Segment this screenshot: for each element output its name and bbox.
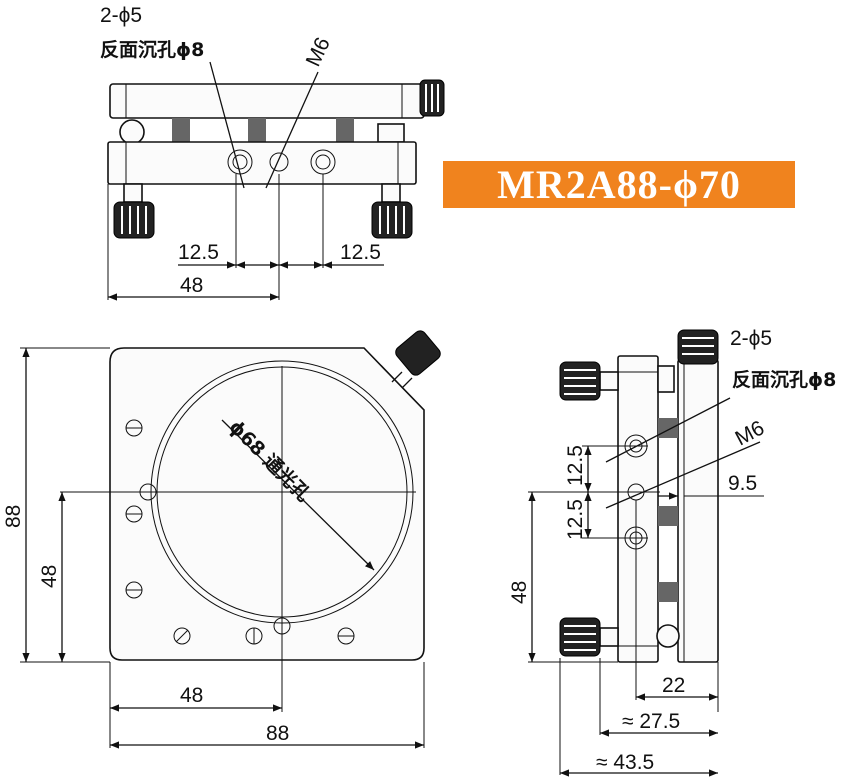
side-view-dim-offset: 9.5: [728, 472, 757, 495]
side-view-dim-lower: 12.5: [564, 499, 587, 540]
front-view-dim-width: 88: [266, 722, 289, 745]
side-view-back-plate: [617, 355, 659, 663]
side-view-adjuster-knob-top: [677, 329, 719, 365]
side-view-dim-27: ≈ 27.5: [622, 710, 680, 733]
side-view-hole-note: 2-ϕ5: [730, 327, 772, 350]
model-badge: MR2A88-ϕ70: [443, 161, 795, 208]
side-view: 2-ϕ5 反面沉孔ϕ8 M6 12.5 12.5 9.5 48 22 ≈ 27.…: [508, 327, 836, 777]
top-view-adjuster-knob-left: [113, 183, 155, 239]
top-view-spring-2: [248, 118, 266, 142]
top-view-dim-width: 48: [180, 274, 203, 297]
top-view-front-plate: [109, 83, 425, 119]
side-view-thread-note: M6: [732, 416, 769, 450]
top-view-thread-note: M6: [302, 34, 335, 70]
side-view-counterbore-note: 反面沉孔ϕ8: [732, 369, 836, 391]
top-view-lock-screw: [377, 123, 405, 143]
top-view-hole-center: [269, 152, 289, 172]
side-view-spring-3: [658, 582, 678, 602]
side-view-adjuster-knob-lower: [559, 617, 619, 657]
side-view-spring-2: [658, 506, 678, 526]
top-view: 2-ϕ5 反面沉孔ϕ8 M6 12.5 12.5 48: [100, 4, 445, 301]
front-view: ϕ68 通光孔 88 48 48 88: [2, 330, 441, 749]
top-view-ball: [119, 119, 145, 145]
top-view-adjuster-knob-right: [419, 79, 445, 117]
front-view-mount-plate: [109, 347, 425, 661]
top-view-adjuster-knob-bottom-right: [371, 183, 413, 239]
side-view-lock-screw: [657, 365, 675, 393]
side-view-dim-22: 22: [662, 674, 685, 697]
top-view-dim-right: 12.5: [340, 241, 381, 264]
front-view-screw-3: [125, 581, 143, 599]
top-view-counterbore-note: 反面沉孔ϕ8: [100, 39, 204, 61]
front-view-screw-5: [245, 627, 263, 645]
top-view-spring-1: [172, 118, 190, 142]
top-view-spring-3: [336, 118, 354, 142]
front-view-dim-height: 88: [2, 505, 25, 528]
side-view-dim-43: ≈ 43.5: [596, 751, 654, 774]
top-view-hole-note: 2-ϕ5: [100, 4, 142, 27]
side-view-dim-upper: 12.5: [564, 445, 587, 486]
side-view-spring-1: [658, 418, 678, 438]
front-view-screw-1: [125, 419, 143, 437]
side-view-adjuster-knob-upper: [559, 361, 619, 401]
side-view-dim-height: 48: [508, 581, 531, 604]
front-view-adjuster-knob: [391, 330, 441, 389]
top-view-back-plate: [107, 141, 417, 185]
front-view-dim-center-width: 48: [180, 684, 203, 707]
front-view-screw-2: [125, 505, 143, 523]
top-view-dim-left: 12.5: [178, 241, 219, 264]
front-view-screw-6: [337, 627, 355, 645]
model-label: MR2A88-ϕ70: [497, 162, 741, 207]
front-view-dim-center-height: 48: [38, 565, 61, 588]
front-view-screw-4: [173, 627, 191, 645]
side-view-ball: [656, 624, 680, 648]
